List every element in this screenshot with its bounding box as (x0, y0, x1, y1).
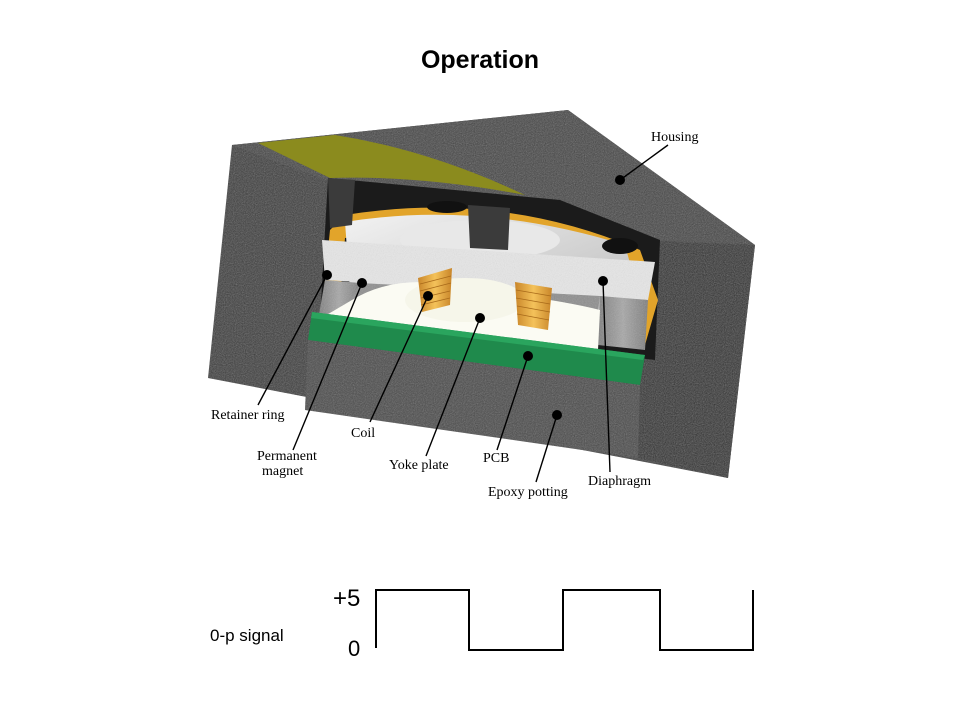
pcb-edge (311, 312, 645, 360)
signal-label: 0-p signal (210, 626, 284, 645)
housing-left-wall (328, 178, 355, 228)
label-yoke-plate: Yoke plate (389, 458, 449, 473)
label-diaphragm: Diaphragm (588, 474, 651, 489)
housing-center-post (468, 205, 510, 250)
label-retainer-ring: Retainer ring (211, 408, 284, 423)
label-coil: Coil (351, 426, 375, 441)
lid-top (258, 135, 525, 195)
label-epoxy-potting: Epoxy potting (488, 485, 568, 500)
signal-high-label: +5 (333, 585, 360, 612)
label-permanent-magnet-line2: magnet (262, 464, 303, 479)
pcb-board (308, 312, 645, 385)
signal-low-label: 0 (348, 636, 360, 661)
page-title: Operation (420, 46, 540, 74)
housing-post-bottom (427, 201, 467, 213)
signal-waveform (375, 589, 754, 651)
leader-lines (257, 144, 669, 483)
diaphragm-edge-dark (602, 238, 638, 254)
epoxy-potting (305, 340, 640, 458)
label-permanent-magnet-line1: Permanent (257, 449, 317, 464)
label-housing: Housing (651, 130, 698, 145)
coil (418, 268, 552, 330)
leader-dots (322, 175, 625, 420)
label-pcb: PCB (483, 451, 509, 466)
